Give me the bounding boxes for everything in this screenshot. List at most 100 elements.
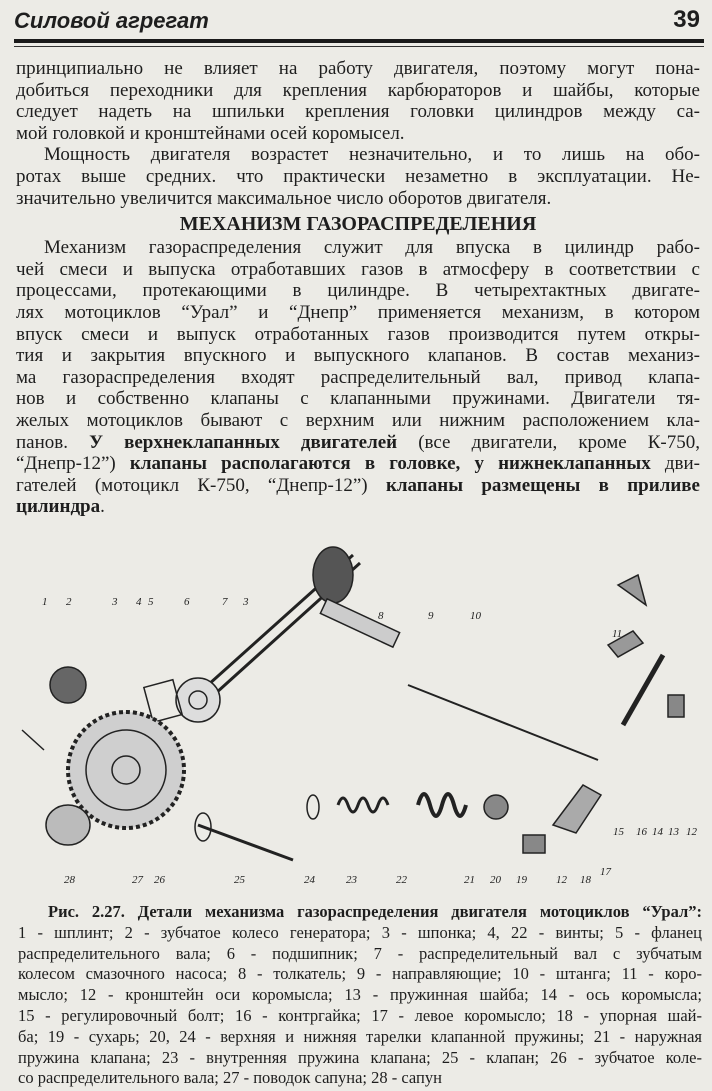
- cam-lobes: [312, 546, 354, 604]
- body-text: принципиально не влияет на работу двигат…: [16, 58, 700, 518]
- text-line: лях мотоциклов “Урал” и “Днепр” применяе…: [16, 302, 700, 324]
- rocker-arm: [606, 573, 648, 658]
- figure-valve-train-parts: 1 2 3 4 5 6 7 3 8 9 10 11 12 13 14 15 16…: [8, 535, 708, 895]
- text-line: процессами, протекающими в цилиндре. В ч…: [16, 280, 700, 302]
- caption-line: мысло; 12 - кронштейн оси коромысла; 13 …: [18, 985, 702, 1006]
- part-label: 26: [154, 874, 166, 886]
- part-label: 15: [613, 826, 625, 838]
- part-label: 16: [636, 826, 648, 838]
- bold-text: клапаны располагаются в головке, у нижне…: [129, 453, 651, 475]
- text: .: [100, 496, 105, 518]
- text: 1 - шплинт; 2 - зубчатое колесо генерато…: [18, 922, 702, 942]
- valve: [197, 823, 294, 862]
- paragraph: принципиально не влияет на работу двигат…: [16, 58, 700, 144]
- text-line: добиться переходники для крепления карбю…: [16, 80, 700, 102]
- text: мой головкой и кронштейнами осей коромыс…: [16, 122, 405, 144]
- section-title: Силовой агрегат: [14, 8, 209, 33]
- text-line: значительно увеличится максимальное числ…: [16, 188, 700, 210]
- text: дви-: [650, 453, 700, 475]
- text-line: гателей (мотоцикл К-750, “Днепр-12”) кла…: [16, 475, 700, 497]
- part-label: 11: [612, 628, 622, 640]
- bold-text: У верхнеклапанных двигателей: [89, 431, 398, 453]
- breather: [45, 804, 91, 846]
- left-rocker: [551, 784, 603, 834]
- text: ма газораспределения входят распределите…: [16, 366, 700, 388]
- text: панов.: [16, 431, 90, 453]
- running-header: Силовой агрегат 39: [14, 6, 704, 47]
- push-rod: [407, 684, 599, 761]
- text: мысло; 12 - кронштейн оси коромысла; 13 …: [18, 985, 702, 1005]
- text-line: Мощность двигателя возрастет незначитель…: [16, 144, 700, 166]
- upper-spring-washer: [483, 794, 509, 820]
- caption-line: ба; 19 - сухарь; 20, 24 - верхняя и нижн…: [18, 1027, 702, 1048]
- parts-drawing: 1 2 3 4 5 6 7 3 8 9 10 11 12 13 14 15 16…: [21, 546, 698, 886]
- caption-line: колесом смазочного насоса; 8 - толкатель…: [18, 964, 702, 985]
- text-line: тия и закрытия впускного и выпускного кл…: [16, 345, 700, 367]
- text-line: принципиально не влияет на работу двигат…: [16, 58, 700, 80]
- text-line: мой головкой и кронштейнами осей коромыс…: [16, 123, 700, 145]
- text: гателей (мотоцикл К-750, “Днепр-12”): [16, 474, 386, 496]
- text-line: желых мотоциклов бывают с верхним или ни…: [16, 410, 700, 432]
- rocker-axis: [620, 653, 666, 727]
- text: впуск смеси и выпуск отработанных газов …: [16, 323, 700, 345]
- bracket-2: [522, 834, 546, 854]
- flange: [142, 678, 184, 724]
- text: процессами, протекающими в цилиндре. В ч…: [16, 280, 700, 302]
- inner-spring: [336, 796, 390, 814]
- text: со распределительного вала; 27 - поводок…: [18, 1068, 442, 1088]
- text: Механизм газораспределения служит для вп…: [44, 237, 700, 259]
- caption-line: распределительного вала; 6 - подшипник; …: [18, 944, 702, 965]
- text-line: нов и собственно клапаны с клапанными пр…: [16, 388, 700, 410]
- header-rule: [14, 39, 704, 43]
- part-label: 12: [686, 826, 698, 838]
- split-pin: [21, 729, 45, 751]
- part-label: 1: [42, 596, 48, 608]
- lower-spring-washer: [306, 794, 320, 820]
- bearing: [175, 677, 221, 723]
- bracket: [667, 694, 685, 718]
- text-line: ротах выше средних. что практически неза…: [16, 166, 700, 188]
- part-labels: 1 2 3 4 5 6 7 3 8 9 10 11 12 13 14 15 16…: [42, 596, 698, 886]
- part-label: 19: [516, 874, 528, 886]
- part-label: 13: [668, 826, 680, 838]
- text-line: ма газораспределения входят распределите…: [16, 367, 700, 389]
- text: добиться переходники для крепления карбю…: [16, 79, 700, 101]
- header-rule-thin: [14, 46, 704, 47]
- caption-line: 1 - шплинт; 2 - зубчатое колесо генерато…: [18, 923, 702, 944]
- part-label: 17: [600, 866, 612, 878]
- text-line: цилиндра.: [16, 496, 700, 518]
- bold-text: Рис. 2.27. Детали механизма газораспреде…: [48, 902, 702, 921]
- text: колесом смазочного насоса; 8 - толкатель…: [18, 964, 702, 984]
- part-label: 25: [234, 874, 246, 886]
- part-label: 5: [148, 596, 154, 608]
- caption-line: 15 - регулировочный болт; 16 - контргайк…: [18, 1006, 702, 1027]
- page-number: 39: [673, 6, 700, 33]
- figure-caption: Рис. 2.27. Детали механизма газораспреде…: [18, 902, 702, 1089]
- part-label: 21: [464, 874, 475, 886]
- part-label: 27: [132, 874, 144, 886]
- text: тия и закрытия впускного и выпускного кл…: [16, 345, 700, 367]
- text-line: следует надеть на шпильки крепления голо…: [16, 101, 700, 123]
- part-label: 6: [184, 596, 190, 608]
- text: чей смеси и выпуска отработавших газов в…: [16, 258, 700, 280]
- part-label: 20: [490, 874, 502, 886]
- text: пружина клапана; 23 - внутренняя пружина…: [18, 1047, 702, 1067]
- caption-line: со распределительного вала; 27 - поводок…: [18, 1068, 702, 1089]
- paragraph: Мощность двигателя возрастет незначитель…: [16, 144, 700, 209]
- text: лях мотоциклов “Урал” и “Днепр” применяе…: [16, 301, 700, 323]
- text-line: чей смеси и выпуска отработавших газов в…: [16, 259, 700, 281]
- text: нов и собственно клапаны с клапанными пр…: [16, 388, 700, 410]
- part-label: 24: [304, 874, 316, 886]
- text: ба; 19 - сухарь; 20, 24 - верхняя и нижн…: [18, 1026, 702, 1046]
- part-label: 9: [428, 610, 434, 622]
- part-label: 2: [66, 596, 72, 608]
- part-label: 10: [470, 610, 482, 622]
- text: Мощность двигателя возрастет незначитель…: [44, 144, 700, 166]
- part-label: 18: [580, 874, 592, 886]
- text: распределительного вала; 6 - подшипник; …: [18, 943, 702, 963]
- text-line: впуск смеси и выпуск отработанных газов …: [16, 324, 700, 346]
- part-label: 23: [346, 874, 358, 886]
- text: следует надеть на шпильки крепления голо…: [16, 101, 700, 123]
- text: ротах выше средних. что практически неза…: [16, 165, 700, 187]
- bold-text: цилиндра: [16, 496, 101, 518]
